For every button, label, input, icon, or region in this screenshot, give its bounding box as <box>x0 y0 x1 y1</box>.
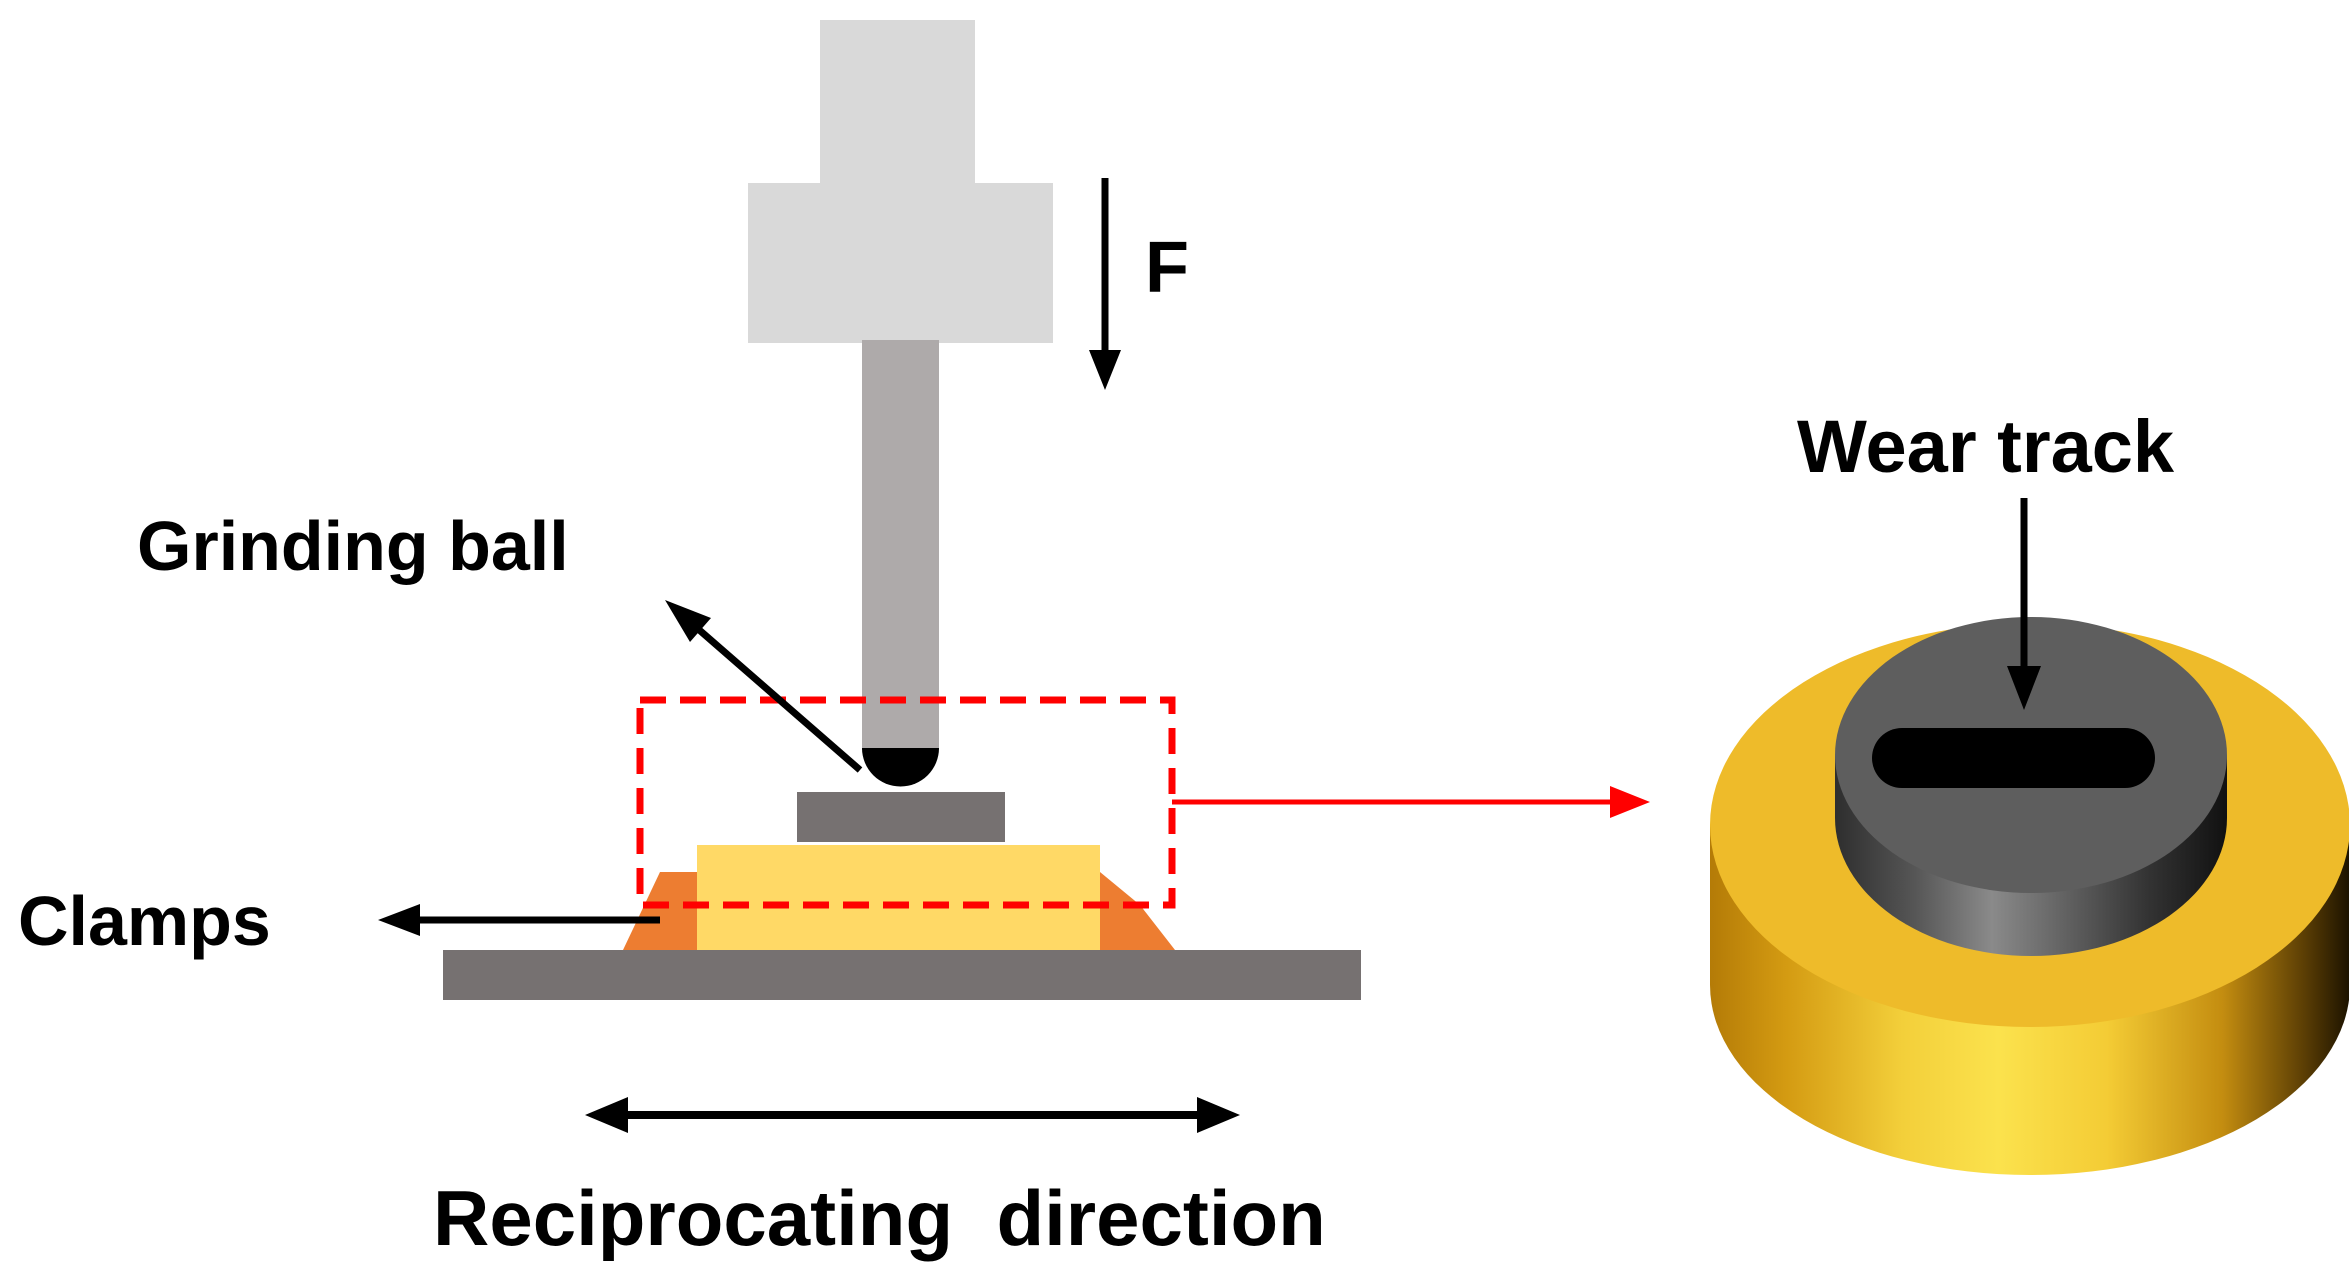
wear-track-label: Wear track <box>1797 405 2175 488</box>
grinding-ball <box>862 748 939 787</box>
highlight-box <box>636 696 1176 909</box>
ball-holder-rod <box>862 340 939 750</box>
clamps-pointer <box>378 904 660 936</box>
zoom-arrow-head <box>1610 786 1650 818</box>
force-arrow <box>1089 178 1121 390</box>
clamp-right <box>1100 872 1175 950</box>
grinding-ball-pointer <box>665 600 863 773</box>
wear-disk-zoom <box>1710 617 2349 1175</box>
holder-wide-block <box>748 183 1053 343</box>
grinding-ball-label: Grinding ball <box>137 507 569 585</box>
holder-top-block <box>820 20 975 185</box>
base-plate <box>443 950 1361 1000</box>
tribometer-apparatus <box>443 20 1650 1000</box>
wear-track-pointer <box>2007 498 2041 710</box>
clamps-label: Clamps <box>18 882 271 960</box>
sample-block <box>697 845 1100 950</box>
reciprocating-arrow <box>585 1097 1240 1133</box>
clamp-left <box>623 872 700 950</box>
specimen-plate <box>797 792 1005 842</box>
force-label: F <box>1145 228 1189 308</box>
wear-track-slot <box>1872 728 2155 788</box>
reciprocating-direction-label: Reciprocating direction <box>433 1174 1326 1262</box>
